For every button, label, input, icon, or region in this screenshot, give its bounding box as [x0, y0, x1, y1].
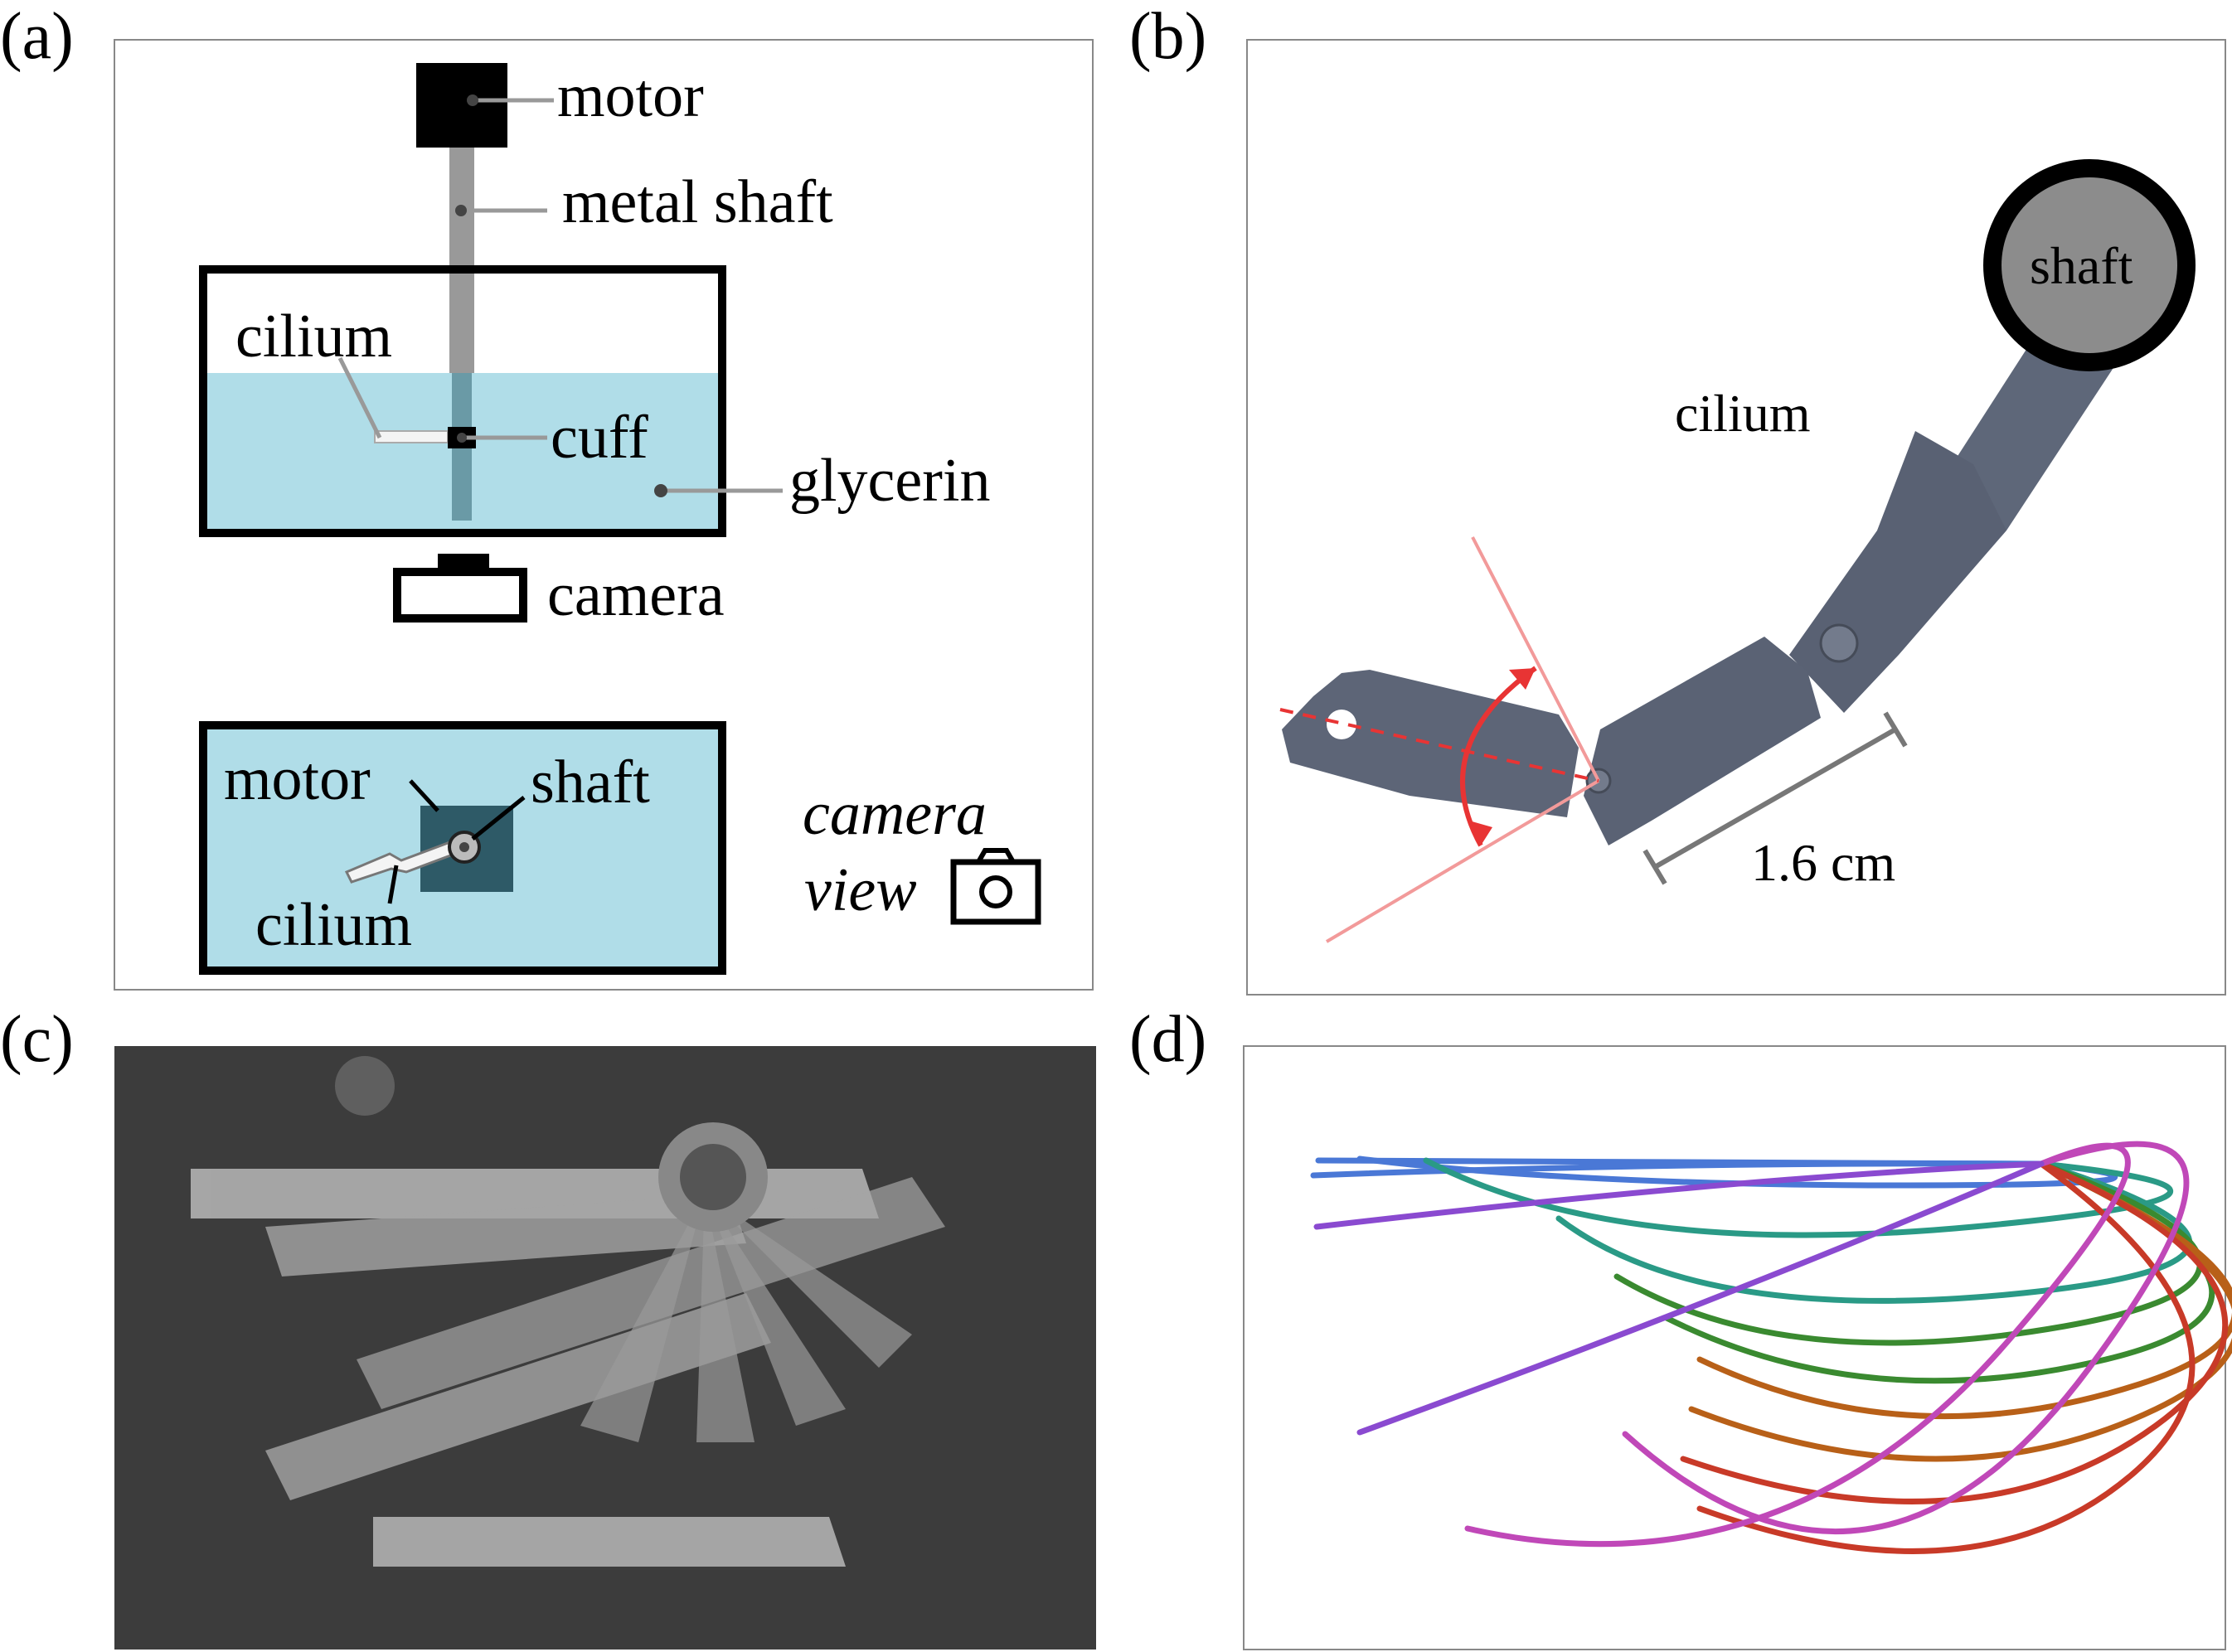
segment-tip [1282, 670, 1579, 817]
cilium-stroke [1356, 1155, 2118, 1189]
angle-line-lower [1325, 779, 1600, 943]
label-glycerin: glycerin [789, 447, 990, 515]
angle-reference-line [1279, 708, 1599, 782]
cilium-photo [1282, 290, 2121, 845]
angle-indicator [1279, 536, 1600, 943]
cilium-stroke [1315, 1157, 2045, 1167]
camera-view-label-1: camera [803, 780, 987, 848]
photo-fan [580, 1194, 912, 1442]
angle-arrowhead-top [1509, 668, 1536, 690]
segment-upper [1789, 431, 2006, 713]
label-metal-shaft: metal shaft [562, 168, 833, 236]
photo-shaft-hole [680, 1144, 746, 1210]
photo-screw [335, 1056, 395, 1116]
camera-top [438, 554, 489, 570]
panel-d-label: (d) [1129, 1003, 1206, 1076]
leader-dots-a [455, 94, 667, 497]
inset-label-shaft: shaft [531, 748, 650, 816]
photo-strip-bottom [373, 1517, 846, 1567]
panel-b-label: (b) [1129, 0, 1206, 73]
inset-label-cilium: cilium [255, 891, 412, 959]
label-cilium: cilium [235, 303, 392, 371]
panel-c-label: (c) [0, 1003, 74, 1076]
panel-a-frame [114, 39, 1094, 991]
photo-strip-2 [265, 1194, 746, 1277]
cilium-stroke [1313, 1160, 2045, 1230]
panel-a-label: (a) [0, 0, 74, 73]
glycerin-tank [199, 265, 726, 537]
angle-line-upper [1471, 536, 1600, 782]
shaft-disc [2002, 177, 2177, 353]
cilium-stroke [1555, 1160, 2192, 1304]
panel-b-frame [1246, 39, 2226, 996]
label-camera: camera [547, 561, 725, 629]
cilium-stroke [1423, 1157, 2174, 1238]
cilium-stroke [1688, 1160, 2232, 1462]
angle-arc [1460, 666, 1537, 847]
label-scale: 1.6 cm [1751, 833, 1895, 892]
camera-icon [950, 848, 1041, 925]
camera-body [393, 568, 527, 623]
segment-middle [1584, 637, 1821, 845]
camera-view-label-2: view [804, 856, 917, 924]
hinge-pin-upper [1819, 623, 1859, 663]
photo-strip-3 [357, 1177, 945, 1409]
scale-bar [1642, 711, 1908, 885]
cilium-stroke [1622, 1141, 2190, 1535]
cilium-bar [374, 430, 449, 443]
cilium-stroke [1680, 1160, 2229, 1504]
label-shaft: shaft [2030, 236, 2133, 295]
cilium-stroke [1696, 1160, 2196, 1554]
panel-d: (d) [1129, 1003, 2232, 1650]
label-motor: motor [557, 62, 704, 130]
panel-a: (a) motor metal shaft [0, 0, 1094, 991]
cilium-stroke [1613, 1160, 2203, 1346]
inset-label-motor: motor [224, 745, 371, 813]
panel-c: (c) [0, 1003, 1096, 1650]
motor-block [416, 63, 507, 148]
angle-arrowhead-bottom [1469, 821, 1492, 845]
panel-d-frame [1243, 1045, 2226, 1650]
cilium-stroke [1464, 1142, 2131, 1548]
cilium-strokes [1310, 1141, 2232, 1554]
cilium-stroke [1696, 1160, 2232, 1420]
inset-frame [199, 721, 726, 975]
inset-leaders [387, 779, 526, 904]
tip-hole [1327, 710, 1356, 739]
inset-shaft-center [459, 842, 469, 852]
label-cilium-b: cilium [1675, 384, 1811, 443]
panel-b: (b) shaft cilium [1129, 0, 2226, 996]
camera-view-inset: motor shaft cilium [199, 721, 726, 975]
leader-lines-a [337, 98, 783, 493]
cilium-stroke [1356, 1160, 2045, 1436]
label-cuff: cuff [551, 404, 648, 472]
